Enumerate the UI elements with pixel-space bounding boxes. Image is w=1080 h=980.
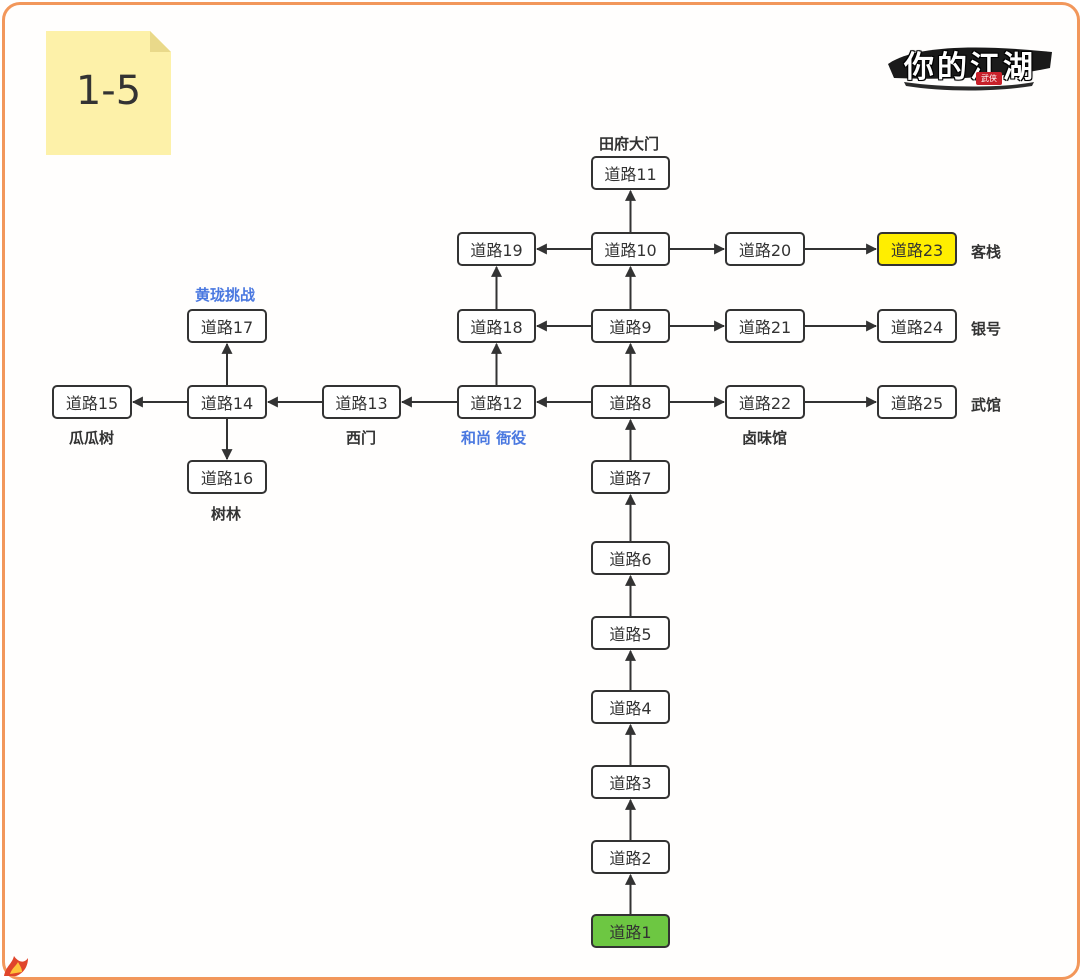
node-road-12: 道路12 (457, 385, 536, 419)
label-martial-hall: 武馆 (971, 396, 1002, 414)
node-road-1: 道路1 (591, 914, 670, 948)
node-road-17: 道路17 (187, 309, 267, 343)
node-road-4: 道路4 (591, 690, 670, 724)
label-luwei-shop: 卤味馆 (742, 429, 788, 447)
logo-text: 你的江湖 (904, 50, 1036, 85)
node-road-21: 道路21 (725, 309, 805, 343)
label-melon-tree: 瓜瓜树 (69, 429, 115, 447)
logo-stamp-text: 武侠 (981, 74, 997, 83)
node-road-22: 道路22 (725, 385, 805, 419)
node-road-25: 道路25 (877, 385, 957, 419)
label-huanglong-challenge: 黄珑挑战 (195, 286, 256, 304)
node-road-16: 道路16 (187, 460, 267, 494)
node-road-24: 道路24 (877, 309, 957, 343)
node-road-6: 道路6 (591, 541, 670, 575)
node-road-10: 道路10 (591, 232, 670, 266)
node-road-23: 道路23 (877, 232, 957, 266)
node-road-3: 道路3 (591, 765, 670, 799)
node-road-9: 道路9 (591, 309, 670, 343)
node-road-14: 道路14 (187, 385, 267, 419)
logo-brush-stroke (888, 47, 1052, 91)
label-tianfu-gate: 田府大门 (599, 135, 660, 153)
game-logo: 你的江湖 武侠 (884, 38, 1056, 92)
node-road-13: 道路13 (322, 385, 401, 419)
node-road-5: 道路5 (591, 616, 670, 650)
label-inn: 客栈 (971, 243, 1002, 261)
logo-stamp-badge (976, 72, 1002, 85)
label-west-gate: 西门 (346, 429, 377, 447)
node-road-20: 道路20 (725, 232, 805, 266)
node-road-18: 道路18 (457, 309, 536, 343)
node-road-7: 道路7 (591, 460, 670, 494)
node-road-8: 道路8 (591, 385, 670, 419)
label-bank: 银号 (971, 320, 1002, 338)
corner-flame-icon (4, 956, 28, 976)
level-note-label: 1-5 (75, 68, 142, 114)
node-road-15: 道路15 (52, 385, 132, 419)
node-road-11: 道路11 (591, 156, 670, 190)
node-road-2: 道路2 (591, 840, 670, 874)
label-monk-guard: 和尚 衙役 (461, 429, 527, 447)
node-road-19: 道路19 (457, 232, 536, 266)
label-woods: 树林 (211, 505, 242, 523)
